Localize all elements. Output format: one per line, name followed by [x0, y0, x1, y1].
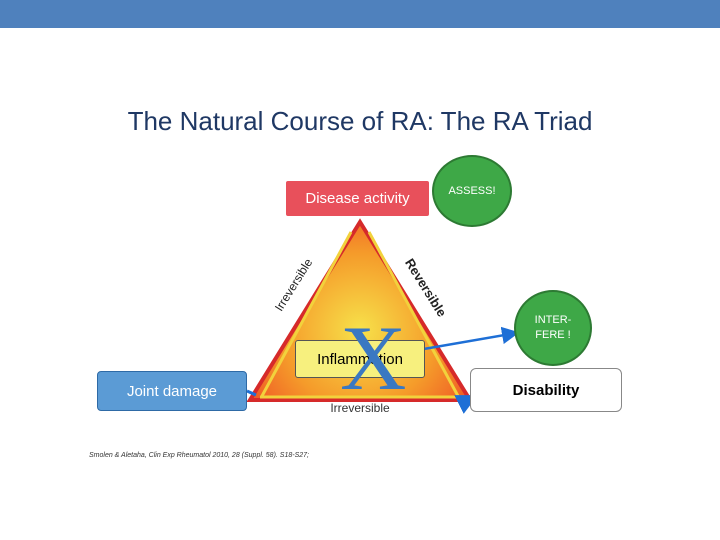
disease-activity-node: Disease activity [285, 180, 430, 217]
disability-node: Disability [470, 368, 622, 412]
assess-bubble: ASSESS! [432, 155, 512, 227]
interfere-bubble: INTER- FERE ! [514, 290, 592, 366]
x-mark: X [340, 307, 407, 409]
triangle-right-edge-highlight [367, 231, 460, 397]
citation: Smolen & Aletaha, Clin Exp Rheumatol 201… [89, 452, 309, 459]
top-accent-bar [0, 0, 720, 28]
triangle-left-edge-highlight [260, 231, 353, 397]
interfere-line-1: INTER- [534, 314, 572, 326]
inflammation-node: Inflammation [295, 340, 425, 378]
joint-damage-node: Joint damage [97, 371, 247, 411]
arrow-inflammation-to-interfere [417, 326, 520, 352]
slide-title: The Natural Course of RA: The RA Triad [127, 106, 593, 136]
bottom-edge-label: Irreversible [330, 401, 390, 415]
arrow-joint-damage-connector [246, 389, 257, 397]
interfere-line-2: FERE ! [535, 329, 571, 341]
